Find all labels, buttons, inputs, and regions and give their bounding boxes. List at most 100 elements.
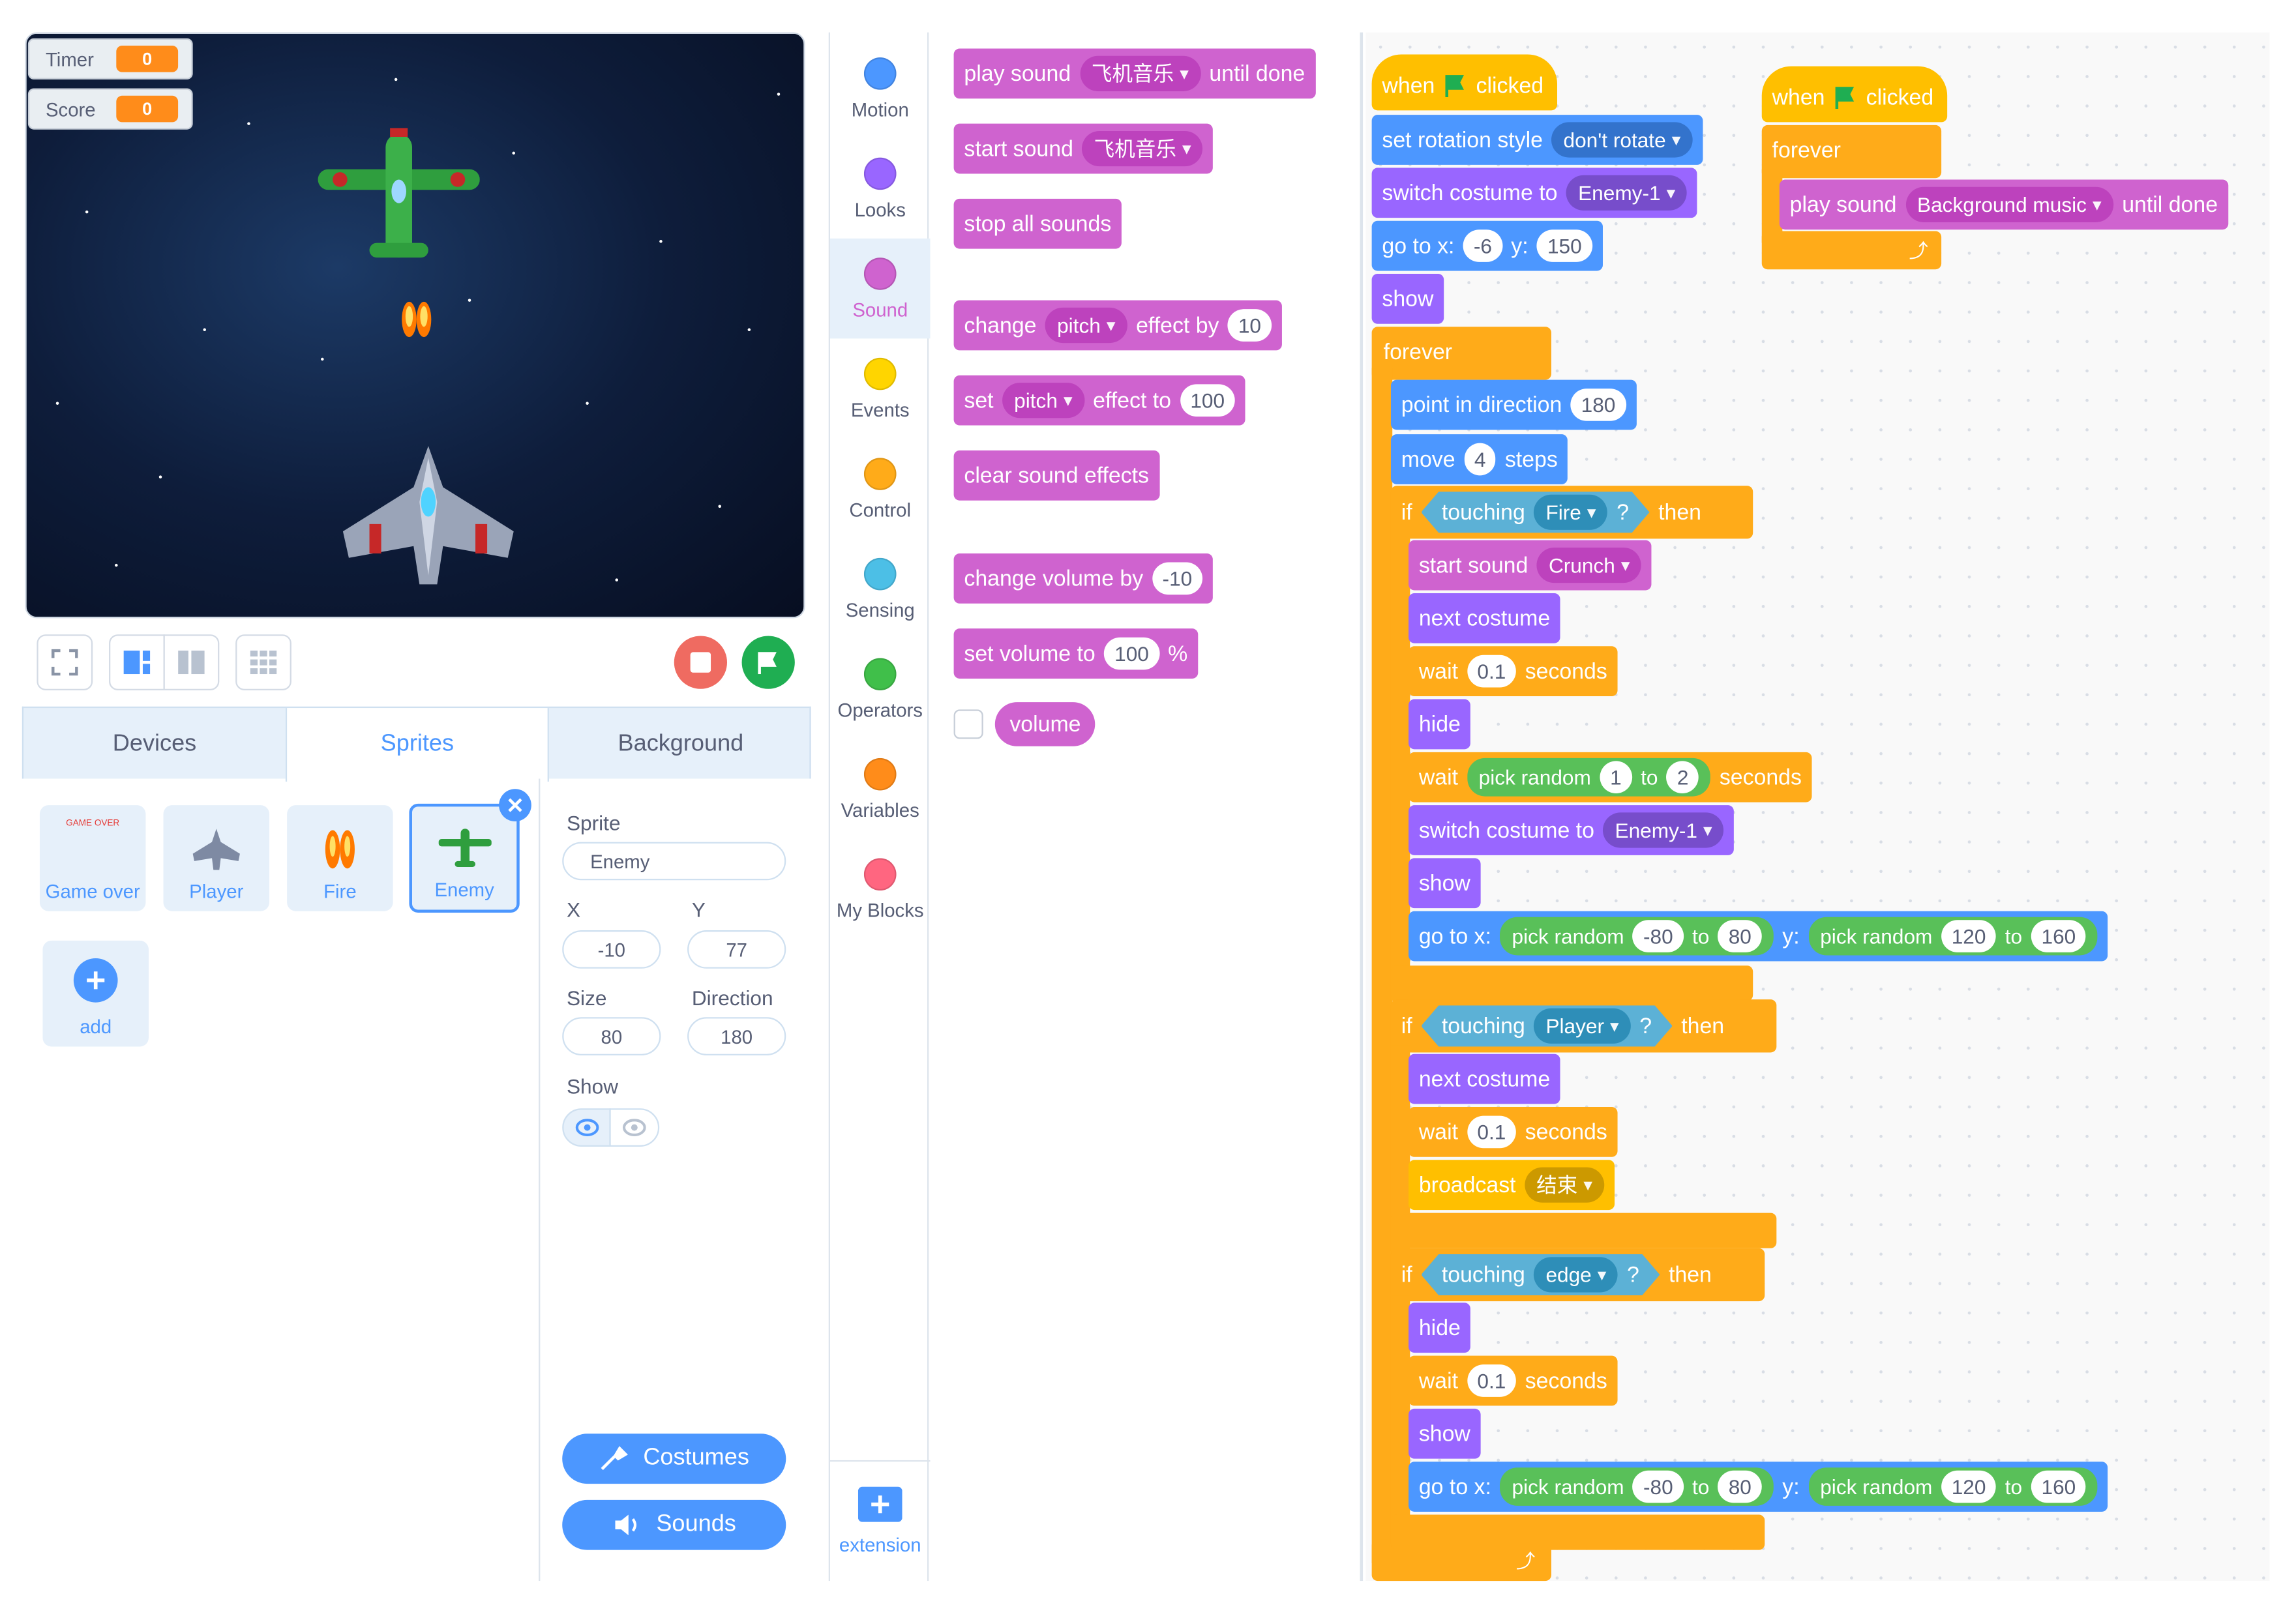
large-stage-button[interactable] bbox=[163, 634, 220, 691]
size-field[interactable]: 80 bbox=[562, 1017, 661, 1055]
stage[interactable]: Timer 0 Score 0 bbox=[25, 32, 805, 619]
number-input[interactable]: 160 bbox=[2031, 920, 2087, 952]
number-input[interactable]: -80 bbox=[1633, 1470, 1684, 1503]
fullscreen-button[interactable] bbox=[37, 634, 93, 691]
small-stage-button[interactable] bbox=[109, 634, 165, 691]
next-costume-block[interactable]: next costume bbox=[1409, 1053, 1561, 1104]
show-hidden-toggle[interactable] bbox=[609, 1108, 660, 1147]
next-costume-block[interactable]: next costume bbox=[1409, 593, 1561, 643]
y-field[interactable]: 77 bbox=[687, 930, 786, 969]
hide-block[interactable]: hide bbox=[1409, 1302, 1471, 1353]
delete-sprite-button[interactable] bbox=[499, 789, 531, 821]
rotation-dropdown[interactable]: don't rotate▾ bbox=[1551, 122, 1693, 158]
sprite-dropdown[interactable]: edge▾ bbox=[1534, 1257, 1618, 1292]
palette-stop-all-sounds[interactable]: stop all sounds bbox=[953, 198, 1122, 249]
number-input[interactable]: 2 bbox=[1667, 761, 1699, 794]
show-block[interactable]: show bbox=[1409, 1408, 1481, 1459]
forever-block[interactable]: forever bbox=[1761, 125, 1942, 179]
number-input[interactable]: 0.1 bbox=[1467, 1364, 1517, 1397]
costume-dropdown[interactable]: Enemy-1▾ bbox=[1566, 175, 1688, 211]
sprite-game-over[interactable]: GAME OVER Game over bbox=[39, 805, 146, 911]
direction-field[interactable]: 180 bbox=[687, 1017, 786, 1055]
sound-dropdown[interactable]: 飞机音乐▾ bbox=[1082, 130, 1203, 167]
category-sound[interactable]: Sound bbox=[830, 238, 931, 339]
hide-block[interactable]: hide bbox=[1409, 699, 1471, 750]
category-sensing[interactable]: Sensing bbox=[830, 538, 930, 639]
sounds-button[interactable]: Sounds bbox=[562, 1499, 786, 1550]
add-sprite-button[interactable]: add bbox=[42, 940, 149, 1047]
number-input[interactable]: -80 bbox=[1633, 920, 1684, 952]
sprite-enemy[interactable]: Enemy bbox=[409, 803, 520, 913]
number-input[interactable]: 10 bbox=[1228, 309, 1272, 342]
extension-button[interactable]: extension bbox=[830, 1460, 931, 1581]
palette-clear-sound-effects[interactable]: clear sound effects bbox=[953, 450, 1159, 501]
category-my-blocks[interactable]: My Blocks bbox=[830, 839, 930, 939]
tab-sprites[interactable]: Sprites bbox=[285, 708, 549, 782]
show-visible-toggle[interactable] bbox=[562, 1108, 611, 1147]
grid-button[interactable] bbox=[235, 634, 291, 691]
category-control[interactable]: Control bbox=[830, 439, 930, 539]
effect-dropdown[interactable]: pitch▾ bbox=[1045, 307, 1127, 344]
sound-dropdown[interactable]: 飞机音乐▾ bbox=[1079, 55, 1200, 91]
green-flag-button[interactable] bbox=[741, 636, 795, 689]
category-motion[interactable]: Motion bbox=[830, 38, 930, 139]
number-input[interactable]: -10 bbox=[1152, 562, 1203, 595]
message-dropdown[interactable]: 结束▾ bbox=[1525, 1167, 1605, 1203]
stop-button[interactable] bbox=[674, 636, 728, 689]
number-input[interactable]: 0.1 bbox=[1467, 654, 1517, 688]
sprite-fire[interactable]: Fire bbox=[287, 805, 393, 911]
number-input[interactable]: 180 bbox=[1570, 389, 1626, 421]
sprite-dropdown[interactable]: Player▾ bbox=[1534, 1008, 1630, 1044]
x-field[interactable]: -10 bbox=[562, 930, 661, 969]
number-input[interactable]: 150 bbox=[1537, 229, 1592, 262]
sound-dropdown[interactable]: Crunch▾ bbox=[1536, 547, 1642, 583]
category-variables[interactable]: Variables bbox=[830, 739, 930, 840]
number-input[interactable]: 4 bbox=[1464, 443, 1497, 476]
number-input[interactable]: 1 bbox=[1600, 761, 1632, 794]
volume-checkbox[interactable] bbox=[953, 709, 983, 739]
number-input[interactable]: 100 bbox=[1104, 637, 1159, 670]
forever-block[interactable]: forever bbox=[1371, 327, 1551, 380]
show-block[interactable]: show bbox=[1409, 858, 1481, 909]
fire-sprite[interactable] bbox=[399, 299, 434, 343]
number-input[interactable]: 80 bbox=[1718, 920, 1762, 952]
number-input[interactable]: 120 bbox=[1941, 1470, 1997, 1503]
number-input[interactable]: 80 bbox=[1718, 1470, 1762, 1503]
player-sprite[interactable] bbox=[340, 443, 516, 591]
sound-dropdown[interactable]: Background music▾ bbox=[1905, 186, 2113, 222]
tab-devices[interactable]: Devices bbox=[112, 731, 197, 756]
number-input[interactable]: 100 bbox=[1180, 384, 1235, 417]
costume-dropdown[interactable]: Enemy-1▾ bbox=[1603, 812, 1724, 848]
number-input[interactable]: -6 bbox=[1463, 229, 1502, 262]
number-input[interactable]: 160 bbox=[2031, 1470, 2087, 1503]
